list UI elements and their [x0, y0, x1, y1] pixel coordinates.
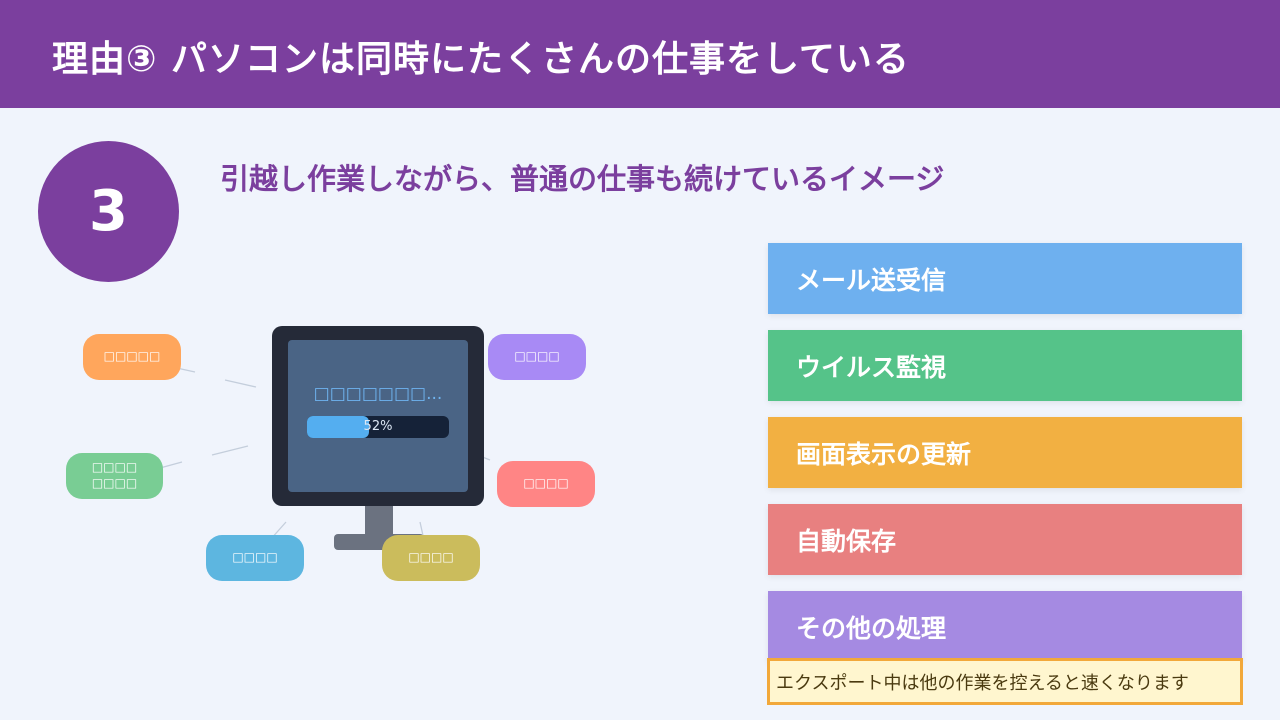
connector-line	[224, 379, 257, 388]
screen-status-text: □□□□□□□...	[313, 384, 443, 404]
task-card-other: その他の処理	[768, 591, 1242, 662]
task-bubble-green: □□□□ □□□□	[66, 453, 163, 499]
progress-bar: 52%	[307, 416, 449, 438]
tip-note: エクスポート中は他の作業を控えると速くなります	[767, 658, 1243, 705]
task-card-autosave: 自動保存	[768, 504, 1242, 575]
task-bubble-purple: □□□□	[488, 334, 586, 380]
task-bubble-orange: □□□□□	[83, 334, 181, 380]
step-number-badge: 3	[38, 141, 179, 282]
task-bubble-olive: □□□□	[382, 535, 480, 581]
page-title: 理由③ パソコンは同時にたくさんの仕事をしている	[52, 39, 910, 80]
section-subtitle: 引越し作業しながら、普通の仕事も続けているイメージ	[220, 162, 945, 196]
header-bar: 理由③ パソコンは同時にたくさんの仕事をしている	[0, 0, 1280, 108]
step-number: 3	[89, 179, 128, 244]
computer-monitor: □□□□□□□... 52%	[272, 326, 484, 506]
task-bubble-red: □□□□	[497, 461, 595, 507]
progress-percent-label: 52%	[363, 419, 393, 434]
connector-line	[211, 445, 249, 456]
connector-line	[159, 461, 183, 469]
monitor-neck	[365, 506, 393, 536]
task-card-mail: メール送受信	[768, 243, 1242, 314]
task-bubble-blue: □□□□	[206, 535, 304, 581]
monitor-screen: □□□□□□□... 52%	[288, 340, 468, 492]
task-card-screen-update: 画面表示の更新	[768, 417, 1242, 488]
progress-bar-fill	[307, 416, 370, 438]
task-card-virus-scan: ウイルス監視	[768, 330, 1242, 401]
